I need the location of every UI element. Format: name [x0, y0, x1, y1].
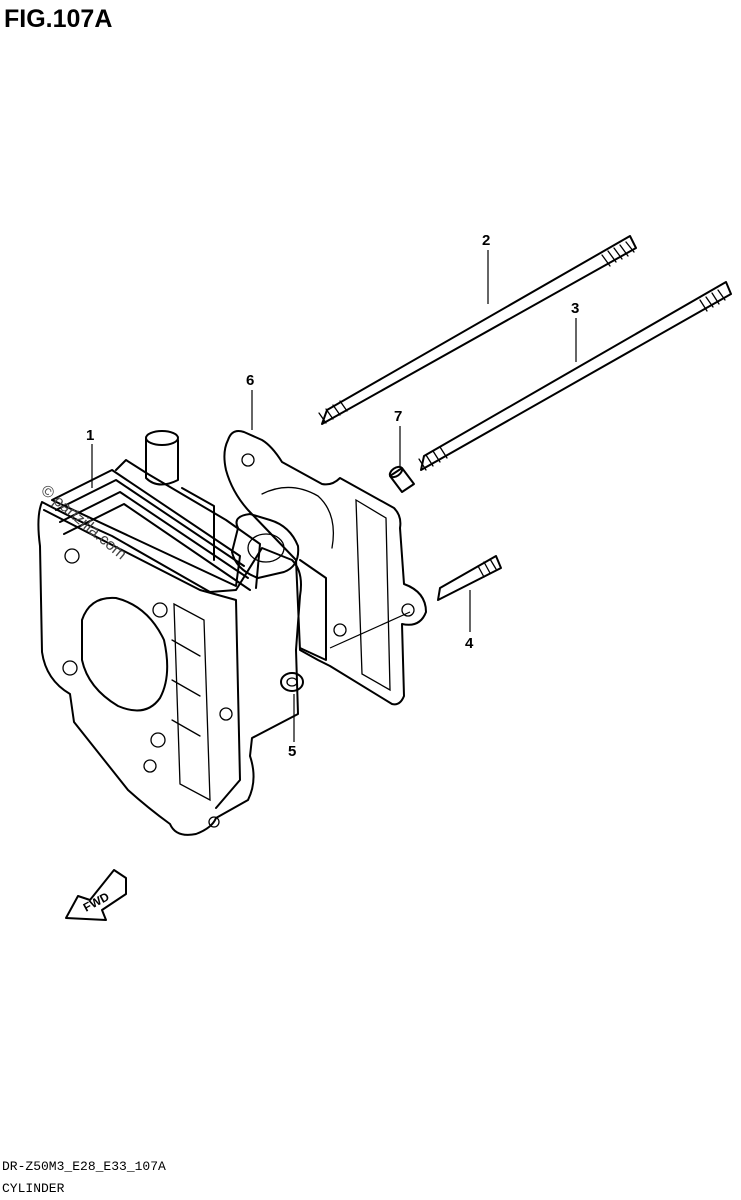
washer-5[interactable]	[280, 672, 304, 692]
forward-arrow-icon: FWD	[65, 869, 127, 921]
stud-bolt-3[interactable]	[418, 281, 732, 471]
callout-6: 6	[246, 372, 254, 389]
callout-4: 4	[465, 635, 474, 652]
figure-code: DR-Z50M3_E28_E33_107A	[2, 1159, 166, 1174]
cylinder-1[interactable]	[37, 430, 327, 836]
stud-bolt-4[interactable]	[437, 555, 502, 601]
cylinder-gasket-6[interactable]	[223, 430, 427, 706]
callout-3: 3	[571, 300, 579, 317]
callout-7: 7	[394, 408, 402, 425]
fwd-label: FWD	[81, 889, 112, 914]
callout-5: 5	[288, 743, 296, 760]
figure-caption: CYLINDER	[2, 1181, 65, 1196]
dowel-pin-7[interactable]	[388, 465, 415, 493]
callout-2: 2	[482, 232, 490, 249]
callout-1: 1	[86, 427, 94, 444]
leader-lines	[91, 250, 577, 742]
figure-title: FIG.107A	[4, 5, 112, 33]
stud-bolt-2[interactable]	[318, 235, 637, 425]
